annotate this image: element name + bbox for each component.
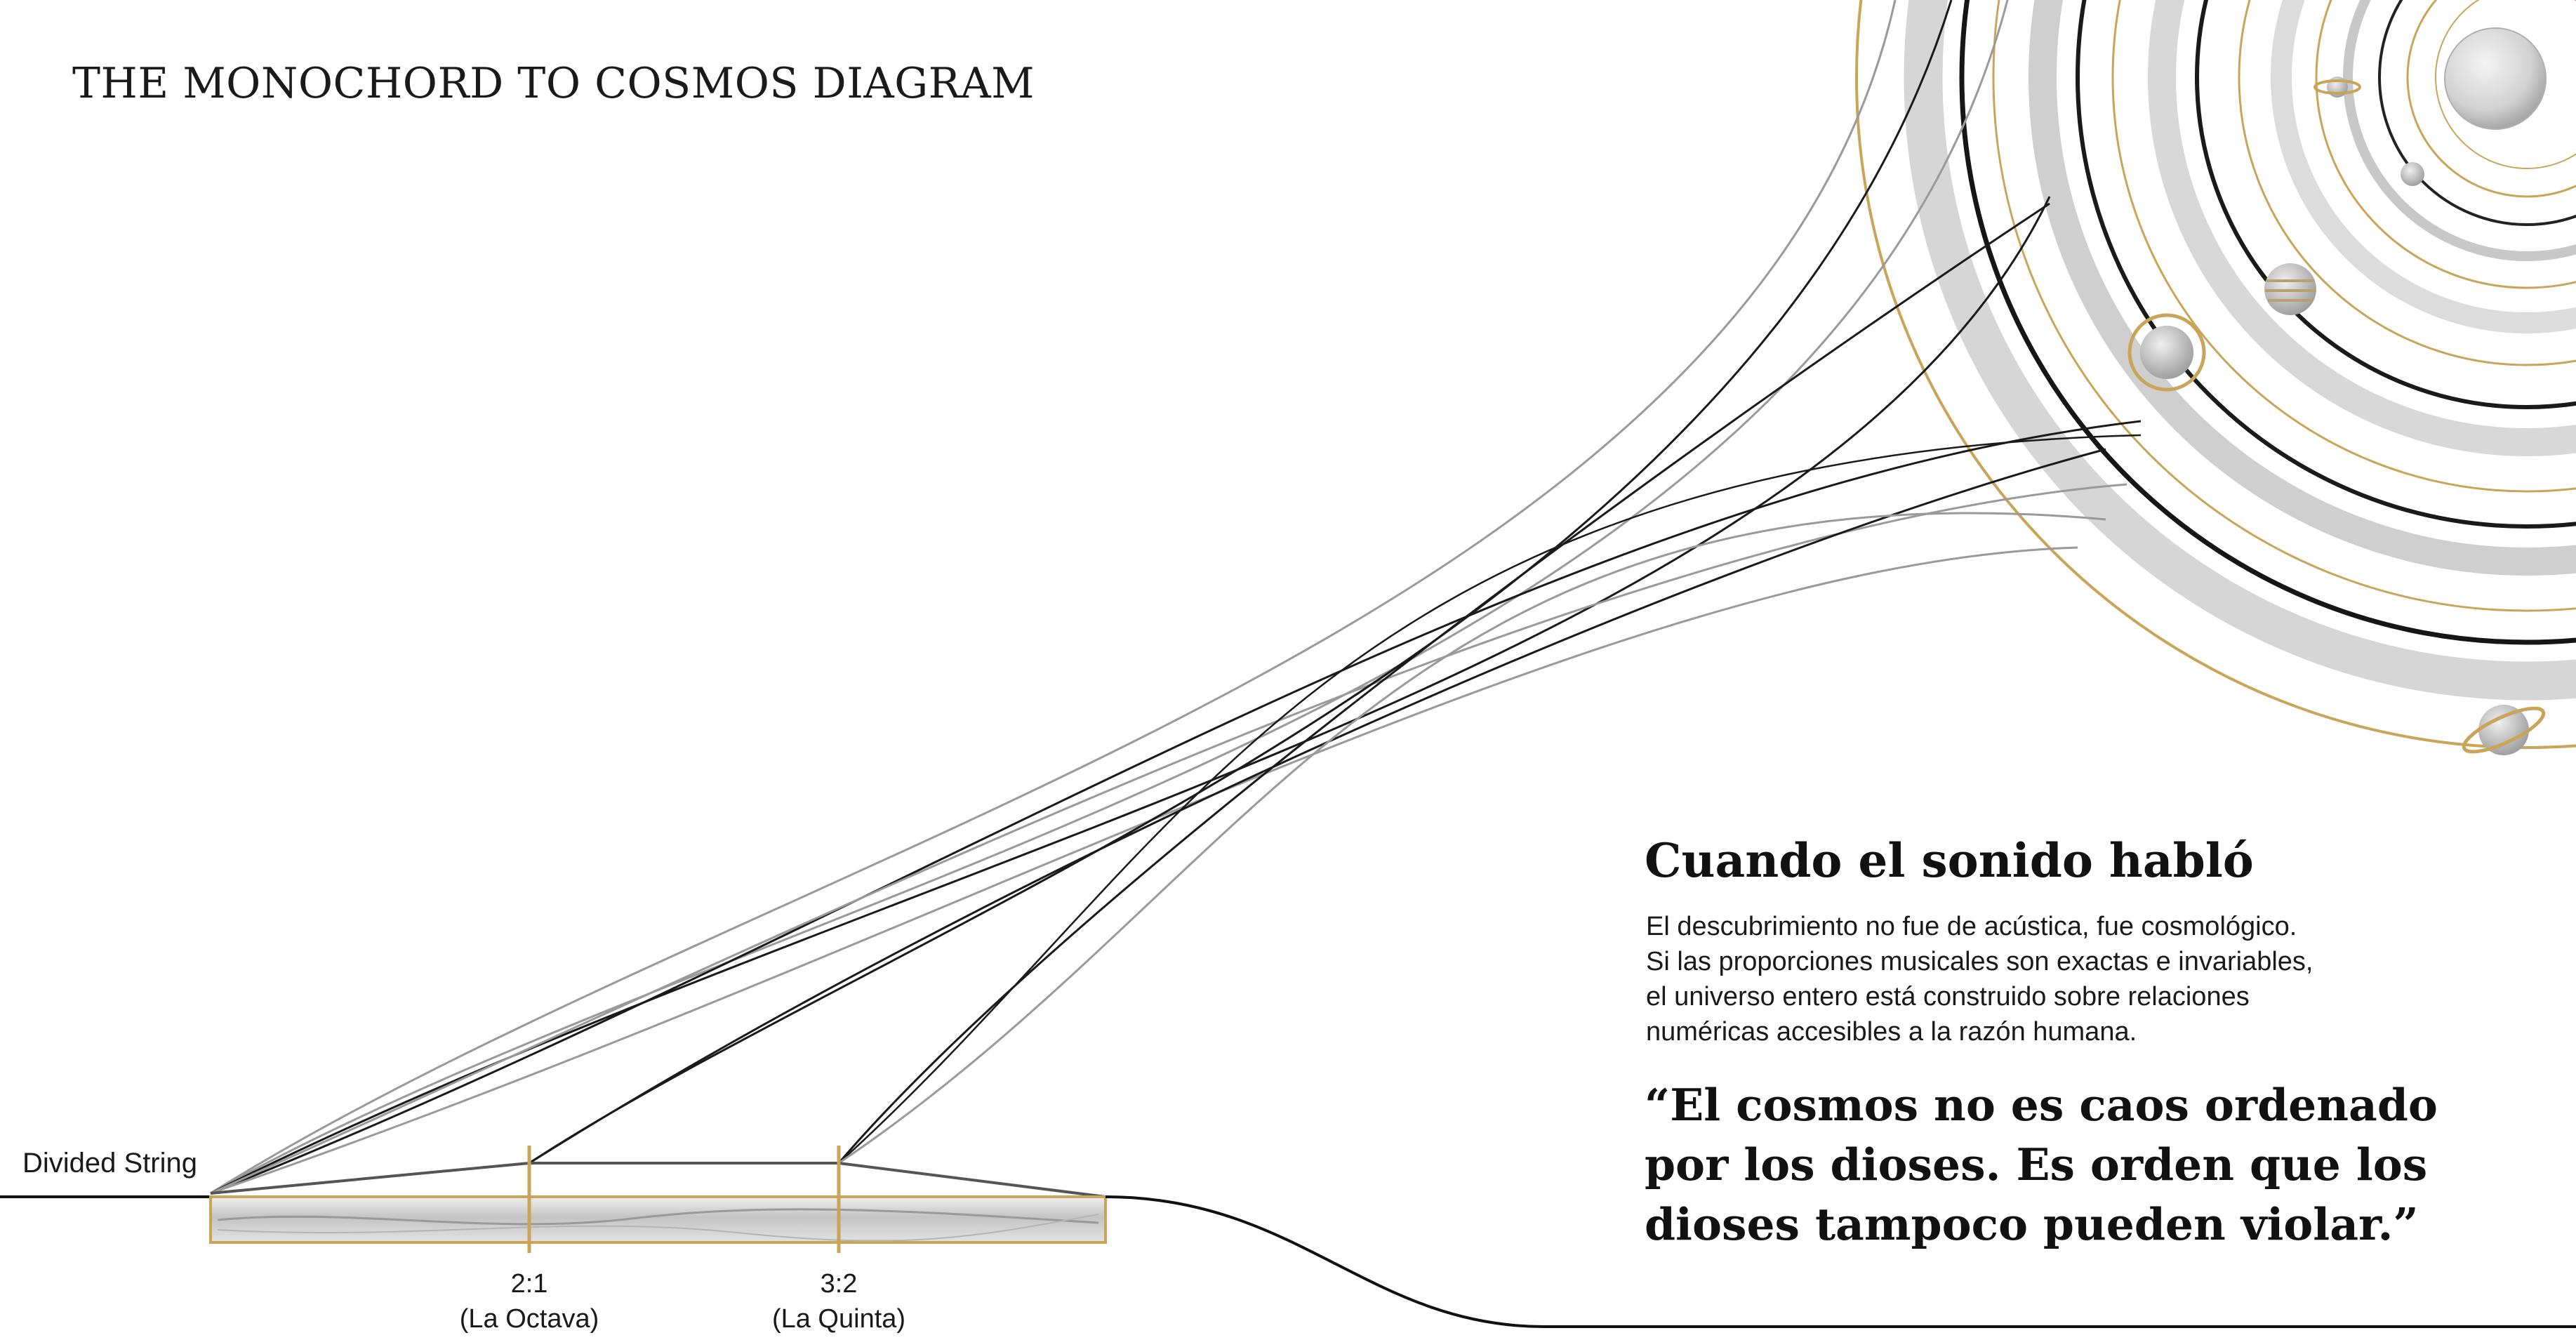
string-band: [209, 1195, 1107, 1244]
pull-quote: “El cosmos no es caos ordenado por los d…: [1645, 1075, 2438, 1254]
connector-line: [837, 202, 2050, 1164]
connector-line: [210, 0, 1897, 1195]
orbit-gray-5: [2343, 0, 2576, 261]
connector-line: [210, 546, 2078, 1195]
body-line: el universo entero está construido sobre…: [1646, 982, 2250, 1011]
section-heading: Cuando el sonido habló: [1645, 833, 2254, 888]
quote-line: por los dioses. Es orden que los: [1645, 1139, 2428, 1190]
ratio-value: 2:1: [510, 1269, 548, 1299]
orbit-gold-3: [2111, 0, 2576, 493]
ringed-planet-icon: [2313, 77, 2361, 98]
ratio-octave: 2:1 (La Octava): [460, 1266, 599, 1336]
string-tail: [1105, 1195, 2576, 1328]
orbit-gold-5: [2315, 0, 2576, 289]
ratio-value: 3:2: [820, 1269, 858, 1299]
body-line: numéricas accesibles a la razón humana.: [1646, 1017, 2137, 1047]
connector-line: [838, 434, 2142, 1164]
quote-line: dioses tampoco pueden violar.”: [1645, 1198, 2419, 1250]
orbit-black-2: [2076, 0, 2576, 529]
string-label: Divided String: [22, 1148, 198, 1179]
orbit-gold-4: [2238, 0, 2576, 366]
connector-line: [210, 0, 2009, 1195]
orbit-gold-7: [2435, 0, 2576, 169]
orbit-band-3: [2148, 0, 2576, 456]
body-line: El descubrimiento no fue de acústica, fu…: [1646, 912, 2297, 941]
quote-line: “El cosmos no es caos ordenado: [1645, 1079, 2438, 1131]
connector-line: [529, 0, 1953, 1165]
connector-line: [529, 448, 2106, 1165]
orbit-black-1: [1959, 0, 2576, 645]
ratio-fifth: 3:2 (La Quinta): [772, 1266, 905, 1336]
orbit-band-2: [2029, 0, 2576, 576]
page-title: THE MONOCHORD TO COSMOS DIAGRAM: [72, 59, 1035, 108]
string-wave: [210, 1162, 1106, 1198]
body-line: Si las proporciones musicales son exacta…: [1646, 947, 2313, 976]
orbit-black-5: [2378, 0, 2576, 226]
body-paragraph: El descubrimiento no fue de acústica, fu…: [1646, 909, 2313, 1049]
orbit-black-3: [2195, 0, 2576, 409]
connector-line: [210, 483, 2127, 1195]
ratio-name: (La Quinta): [771, 1304, 906, 1334]
ringed-planet-icon: [2462, 705, 2546, 755]
connector-curves: [210, 0, 2142, 1195]
planet-icon: [2401, 162, 2424, 186]
connector-line: [838, 512, 2106, 1165]
planet-icon: [2127, 313, 2206, 392]
sun-icon: [2444, 27, 2547, 130]
orbit-band-4: [2271, 0, 2576, 333]
orbit-gold-2: [1992, 0, 2576, 612]
orbit-gold-6: [2406, 0, 2576, 198]
ratio-name: (La Octava): [459, 1304, 599, 1334]
monochord: [0, 1146, 2576, 1328]
orbit-gold-1: [1855, 0, 2576, 749]
planet-icon: [2264, 263, 2316, 315]
connector-line: [210, 420, 2142, 1195]
